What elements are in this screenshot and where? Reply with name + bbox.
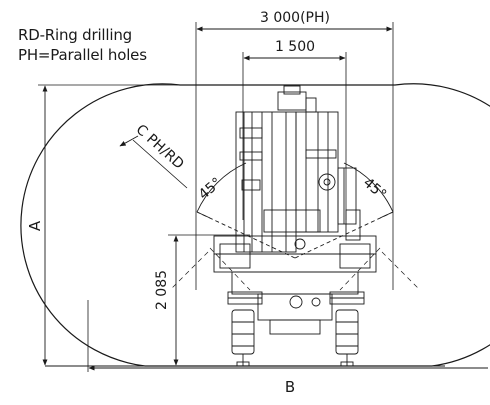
angle-arcs	[196, 162, 394, 259]
angle-right-label: 45°	[360, 175, 389, 203]
dimension-3000: 3 000(PH)	[195, 10, 394, 290]
legend-parallel-holes: PH=Parallel holes	[18, 46, 147, 64]
dimension-3000-label: 3 000(PH)	[260, 10, 330, 26]
dimension-1500: 1 500	[242, 39, 347, 220]
drill-rig-front-view	[213, 85, 377, 367]
dimension-b: B	[87, 300, 488, 396]
dimension-a-label: A	[26, 220, 44, 231]
dimension-b-label: B	[285, 378, 295, 396]
swing-lines	[169, 247, 421, 291]
dimension-a: A	[26, 84, 180, 366]
dimension-2085-label: 2 085	[154, 270, 170, 310]
dimension-2085: 2 085	[154, 234, 250, 366]
legend-ring-drilling: RD-Ring drilling	[18, 26, 132, 44]
coverage-envelope	[20, 83, 490, 367]
radius-marker: C PH/RD	[119, 122, 188, 189]
dimension-1500-label: 1 500	[275, 39, 315, 55]
